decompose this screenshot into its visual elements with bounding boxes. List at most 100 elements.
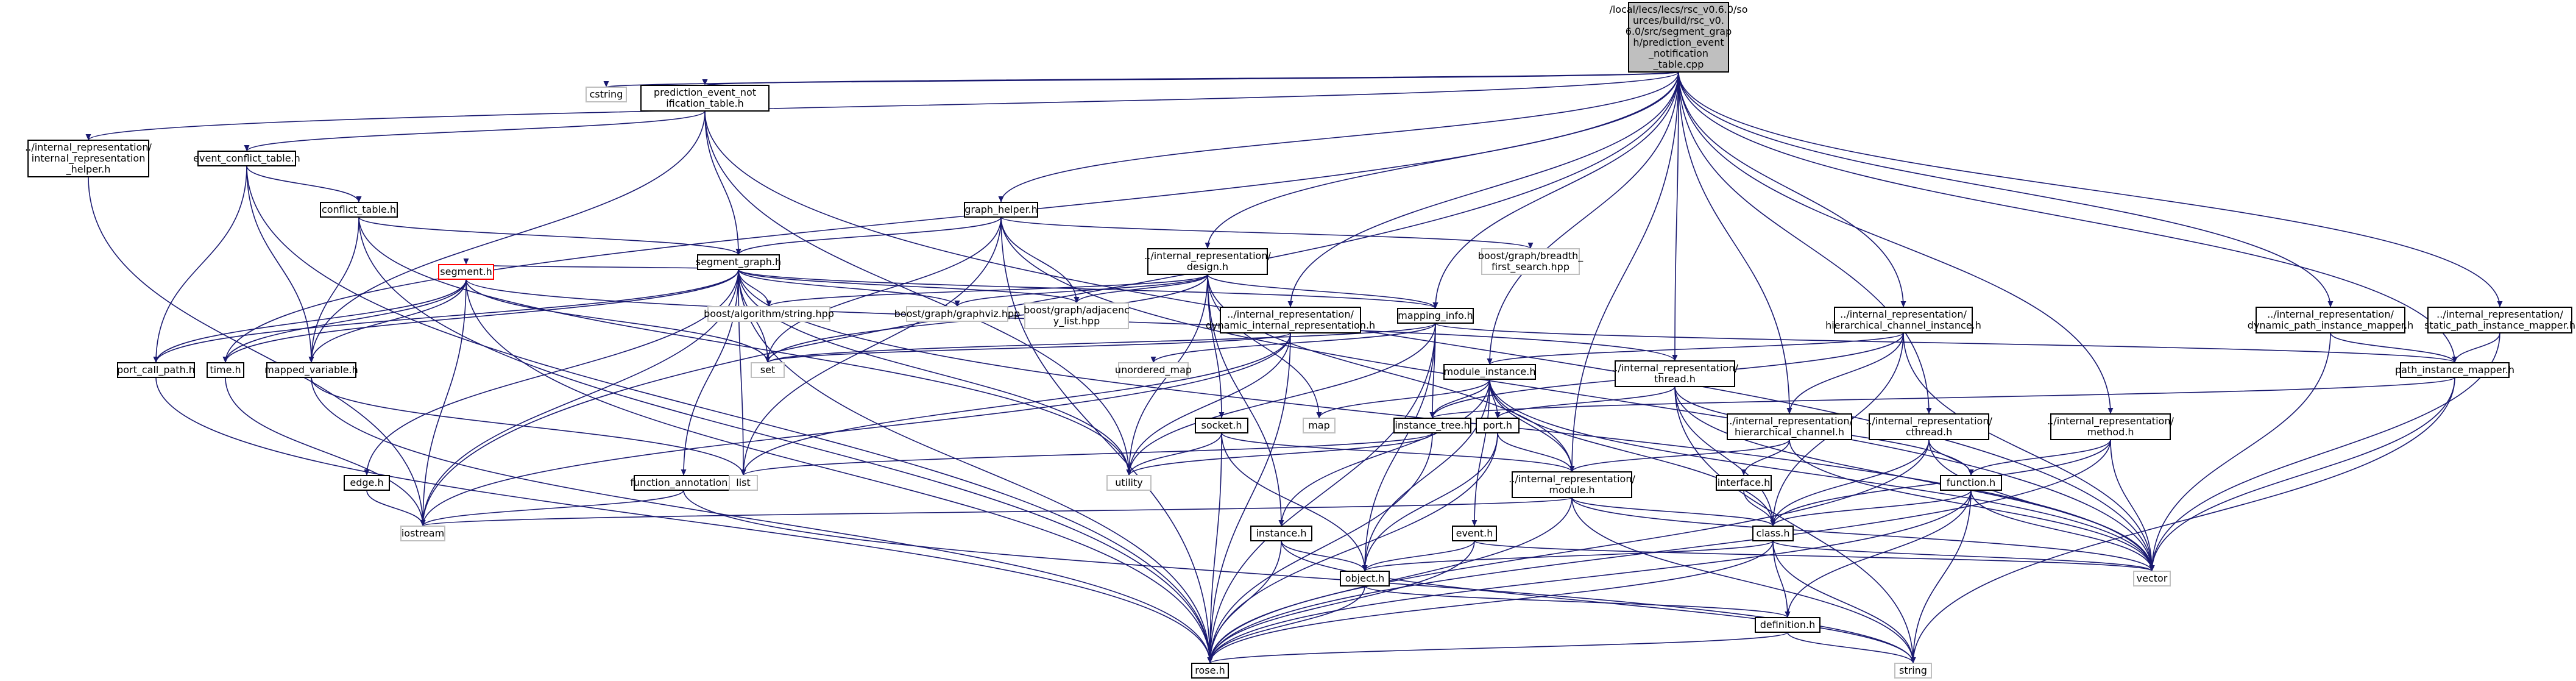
node-sg[interactable]: segment_graph.h	[696, 254, 781, 270]
arrowhead	[603, 81, 609, 87]
node-pim[interactable]: path_instance_mapper.h	[2395, 362, 2514, 378]
node-box	[1834, 307, 1973, 333]
edge-dir-to-set	[767, 332, 1291, 363]
node-label: module_instance.h	[1444, 366, 1536, 378]
node-modh[interactable]: ../internal_representation/module.h	[1509, 471, 1635, 498]
node-cls[interactable]: class.h	[1752, 526, 1794, 541]
edge-hc-to-modh	[1571, 439, 1790, 472]
edge-root-to-hc	[1678, 71, 1790, 415]
node-label: ../internal_representation/module.h	[1509, 473, 1635, 496]
edge-pent-to-ect	[246, 110, 706, 152]
node-inst[interactable]: instance.h	[1250, 526, 1312, 541]
node-box	[1716, 475, 1772, 491]
node-sock[interactable]: socket.h	[1195, 418, 1248, 433]
edge-seg-to-set	[465, 279, 768, 363]
node-ev[interactable]: event.h	[1452, 526, 1497, 541]
node-label: boost/graph/breadth_first_search.hpp	[1478, 250, 1584, 273]
node-cth[interactable]: ../internal_representation/cthread.h	[1866, 413, 1992, 440]
node-seg[interactable]: segment.h	[438, 264, 494, 280]
node-label: graph_helper.h	[964, 204, 1038, 216]
node-thr[interactable]: ../internal_representation/thread.h	[1612, 360, 1738, 387]
node-box	[751, 362, 785, 378]
edge-cls-to-obj	[1364, 540, 1774, 572]
edge-root-to-thr	[1674, 71, 1679, 362]
node-box	[707, 306, 830, 322]
node-ird[interactable]: ../internal_representation/design.h	[1144, 248, 1271, 275]
edge-sg-to-fa	[683, 269, 739, 476]
edge-pim-to-it	[1432, 377, 2455, 419]
node-pcp[interactable]: port_call_path.h	[117, 362, 195, 378]
arrowhead	[308, 357, 314, 363]
node-dpim[interactable]: ../internal_representation/dynamic_path_…	[2248, 307, 2413, 333]
node-label: boost/algorithm/string.hpp	[704, 308, 834, 319]
edge-port-to-rose	[1209, 432, 1498, 664]
node-label: mapping_info.h	[1398, 310, 1473, 322]
node-bfs: boost/graph/breadth_first_search.hpp	[1478, 248, 1584, 275]
node-box	[400, 526, 445, 541]
arrowhead	[1487, 358, 1493, 365]
arrowhead	[356, 196, 362, 202]
node-box	[1894, 663, 1932, 679]
node-mi[interactable]: mapping_info.h	[1397, 308, 1474, 324]
node-func[interactable]: function.h	[1940, 475, 2002, 491]
edge-it-to-rose	[1209, 432, 1433, 664]
edge-gh-to-list	[743, 216, 1002, 476]
edge-meth-to-func	[1970, 439, 2111, 476]
edge-pim-to-vec	[2151, 377, 2455, 572]
node-list: list	[729, 475, 758, 491]
node-rose[interactable]: rose.h	[1191, 663, 1229, 679]
edge-mi-to-util	[1128, 323, 1436, 476]
edge-irih-to-ios	[88, 176, 423, 527]
node-box	[438, 264, 494, 280]
node-mv[interactable]: mapped_variable.h	[264, 362, 358, 378]
edge-sg-to-list	[738, 269, 744, 476]
node-label: port.h	[1483, 419, 1512, 431]
node-time[interactable]: time.h	[207, 362, 244, 378]
node-modi[interactable]: module_instance.h	[1443, 364, 1536, 380]
node-label: rose.h	[1195, 665, 1225, 676]
arrowhead	[1672, 355, 1678, 361]
node-def[interactable]: definition.h	[1755, 617, 1821, 633]
node-iface[interactable]: interface.h	[1716, 475, 1772, 491]
edge-sock-to-modh	[1221, 432, 1573, 472]
edge-root-to-cth	[1678, 71, 1930, 415]
edge-meth-to-rose	[1209, 439, 2111, 664]
node-ct[interactable]: conflict_table.h	[320, 202, 398, 218]
node-box	[2133, 571, 2171, 587]
node-hci[interactable]: ../internal_representation/hierarchical_…	[1825, 307, 1981, 333]
node-box	[964, 202, 1038, 218]
node-box	[1340, 571, 1390, 587]
node-meth[interactable]: ../internal_representation/method.h	[2047, 413, 2174, 440]
edge-def-to-rose	[1209, 632, 1788, 664]
node-obj[interactable]: object.h	[1340, 571, 1390, 587]
node-label: ../internal_representation/dynamic_path_…	[2248, 308, 2413, 332]
edge-pim-to-str	[1913, 377, 2455, 664]
node-hc[interactable]: ../internal_representation/hierarchical_…	[1726, 413, 1853, 440]
arrowhead	[244, 145, 250, 151]
node-spim[interactable]: ../internal_representation/static_path_i…	[2424, 307, 2575, 333]
node-port[interactable]: port.h	[1476, 418, 1520, 433]
node-box	[2427, 307, 2572, 333]
node-edge[interactable]: edge.h	[344, 475, 390, 491]
edge-meth-to-vec	[2110, 439, 2153, 572]
node-it[interactable]: instance_tree.h	[1393, 418, 1471, 433]
node-cstring: cstring	[586, 87, 627, 102]
node-ect[interactable]: event_conflict_table.h	[193, 151, 300, 166]
node-label: edge.h	[350, 477, 383, 488]
edge-ect-to-ct	[246, 165, 359, 203]
node-label: ../internal_representation/hierarchical_…	[1825, 308, 1981, 332]
node-label: mapped_variable.h	[264, 364, 358, 376]
node-box	[729, 475, 758, 491]
node-gh[interactable]: graph_helper.h	[964, 202, 1038, 218]
node-label: event.h	[1456, 527, 1493, 539]
arrowhead	[1207, 657, 1213, 663]
node-irih[interactable]: ../internal_representation/internal_repr…	[25, 140, 152, 177]
node-label: string	[1899, 665, 1927, 676]
edge-ect-to-pcp	[155, 165, 247, 363]
node-fa[interactable]: function_annotation.h	[630, 475, 737, 491]
arrowhead	[364, 469, 370, 476]
node-dir[interactable]: ../internal_representation/dynamic_inter…	[1206, 307, 1375, 333]
arrowhead	[954, 301, 960, 307]
